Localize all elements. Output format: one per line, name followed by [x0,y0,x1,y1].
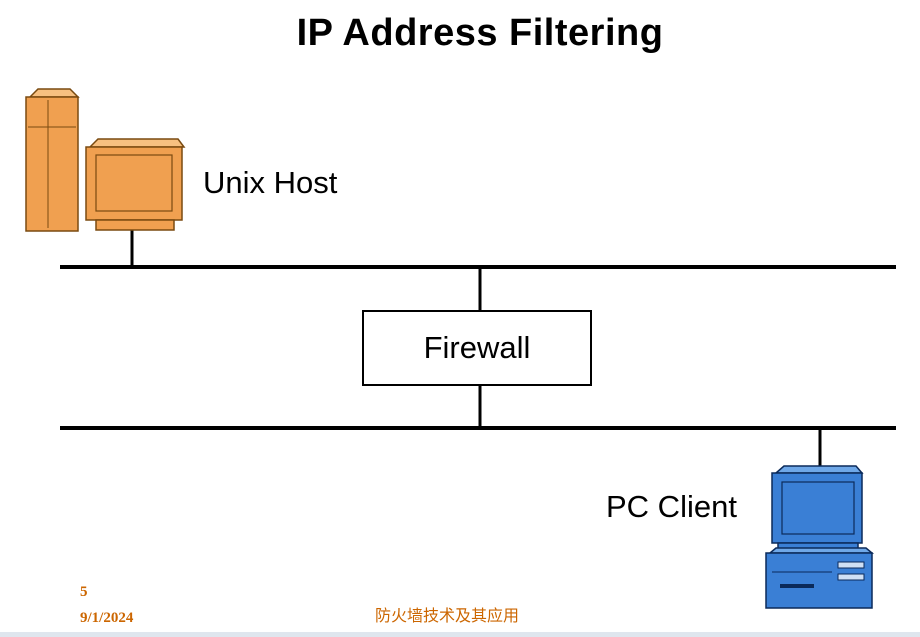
slide-date: 9/1/2024 [80,610,134,626]
unix-host-label: Unix Host [203,165,338,200]
slide-title: IP Address Filtering [296,12,664,54]
pc-client-label: PC Client [606,489,737,524]
bottom-band [0,632,920,637]
slide-number: 5 [80,584,88,600]
firewall-label: Firewall [423,330,531,365]
unix-host-icon [25,88,186,232]
slide-footer-title: 防火墙技术及其应用 [375,606,520,625]
firewall-box: Firewall [362,310,592,386]
pc-client-icon [765,465,875,609]
